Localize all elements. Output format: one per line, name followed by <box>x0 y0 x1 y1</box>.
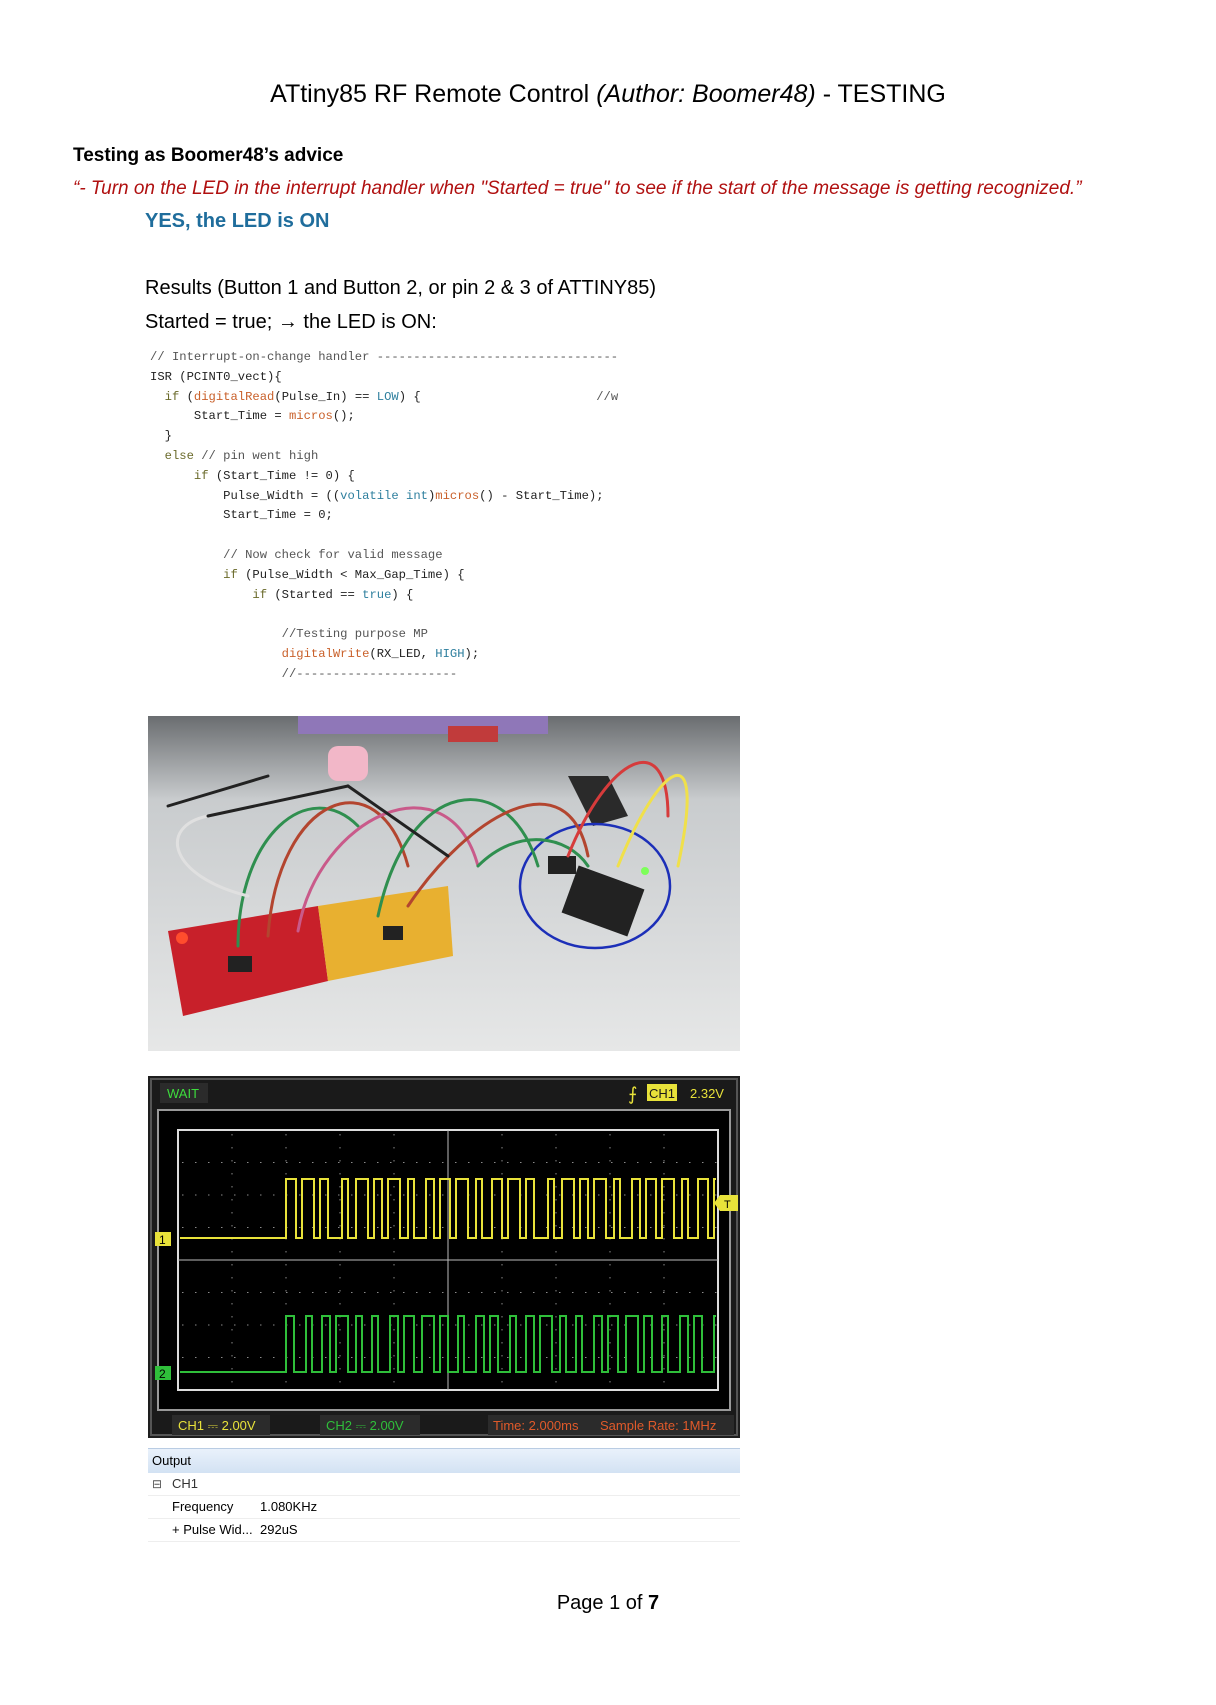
code-line: //Testing purpose MP <box>281 627 428 642</box>
trigger-level-marker <box>714 1195 738 1211</box>
answer-text: YES, the LED is ON <box>145 210 330 232</box>
trigger-level: 2.32V <box>690 1086 724 1101</box>
output-row: Frequency 1.080KHz <box>148 1496 740 1519</box>
ch1-scale: CH1 ⎓ 2.00V <box>178 1418 256 1433</box>
output-header: Output <box>148 1448 740 1473</box>
trigger-marker-label: T <box>724 1199 731 1211</box>
ch1-marker: 1 <box>159 1233 166 1247</box>
code-line: Start_Time = micros(); <box>150 409 355 424</box>
output-row: + Pulse Wid... 292uS <box>148 1519 740 1542</box>
output-key: + Pulse Wid... <box>172 1522 253 1537</box>
trigger-channel: CH1 <box>649 1086 675 1101</box>
page-number: Page 1 of 7 <box>0 1592 1216 1615</box>
code-line: else // pin went high <box>164 448 319 463</box>
started-line: Started = true; → the LED is ON: <box>145 311 437 333</box>
oscilloscope-screenshot: WAIT ⨍ CH1 2.32V 1 2 T CH1 ⎓ 2.00V CH2 ⎓… <box>148 1076 740 1438</box>
code-line: // Interrupt-on-change handler ---------… <box>150 350 619 364</box>
code-line: Start_Time = 0; <box>150 508 333 523</box>
ch2-waveform <box>180 1315 716 1373</box>
code-line: // Now check for valid message <box>223 547 443 562</box>
title-suffix: - TESTING <box>822 80 946 108</box>
sample-rate: Sample Rate: 1MHz <box>600 1418 716 1433</box>
collapse-icon[interactable]: ⊟ <box>152 1477 163 1491</box>
output-value: 1.080KHz <box>260 1499 318 1514</box>
code-snippet: // Interrupt-on-change handler ---------… <box>150 348 618 685</box>
ch2-scale: CH2 ⎓ 2.00V <box>326 1418 404 1433</box>
advice-quote: “- Turn on the LED in the interrupt hand… <box>73 178 1082 199</box>
title-main: ATtiny85 RF Remote Control <box>270 80 590 108</box>
time-base: Time: 2.000ms <box>493 1418 579 1433</box>
code-line: if (Started == true) { <box>252 587 414 602</box>
code-line: Pulse_Width = ((volatile int)micros() - … <box>150 488 604 503</box>
output-panel: Output ⊟ CH1 Frequency 1.080KHz + Pulse … <box>148 1448 740 1542</box>
page-prefix: Page 1 of <box>556 1592 649 1614</box>
scope-status: WAIT <box>167 1086 199 1101</box>
output-group-label: CH1 <box>172 1476 199 1491</box>
code-line: //---------------------- <box>281 666 458 681</box>
ch1-waveform <box>180 1178 716 1239</box>
results-line: Results (Button 1 and Button 2, or pin 2… <box>145 277 657 299</box>
output-key: Frequency <box>172 1499 234 1514</box>
breadboard-photo <box>148 716 740 1051</box>
code-line: if (Start_Time != 0) { <box>193 468 355 483</box>
document-title: ATtiny85 RF Remote Control (Author: Boom… <box>0 80 1216 109</box>
code-line: if (digitalRead(Pulse_In) == LOW) { //w <box>164 389 619 404</box>
page-total: 7 <box>648 1592 660 1614</box>
code-line: digitalWrite(RX_LED, HIGH); <box>281 646 480 661</box>
ch2-marker: 2 <box>159 1367 166 1381</box>
output-value: 292uS <box>260 1522 298 1537</box>
code-line: ISR (PCINT0_vect){ <box>150 369 282 384</box>
trigger-edge-icon: ⨍ <box>628 1084 637 1104</box>
code-line: if (Pulse_Width < Max_Gap_Time) { <box>223 567 465 582</box>
output-group-row[interactable]: ⊟ CH1 <box>148 1473 740 1496</box>
section-subheading: Testing as Boomer48’s advice <box>73 145 344 166</box>
code-line: } <box>150 429 172 444</box>
title-author: (Author: Boomer48) <box>596 80 816 108</box>
